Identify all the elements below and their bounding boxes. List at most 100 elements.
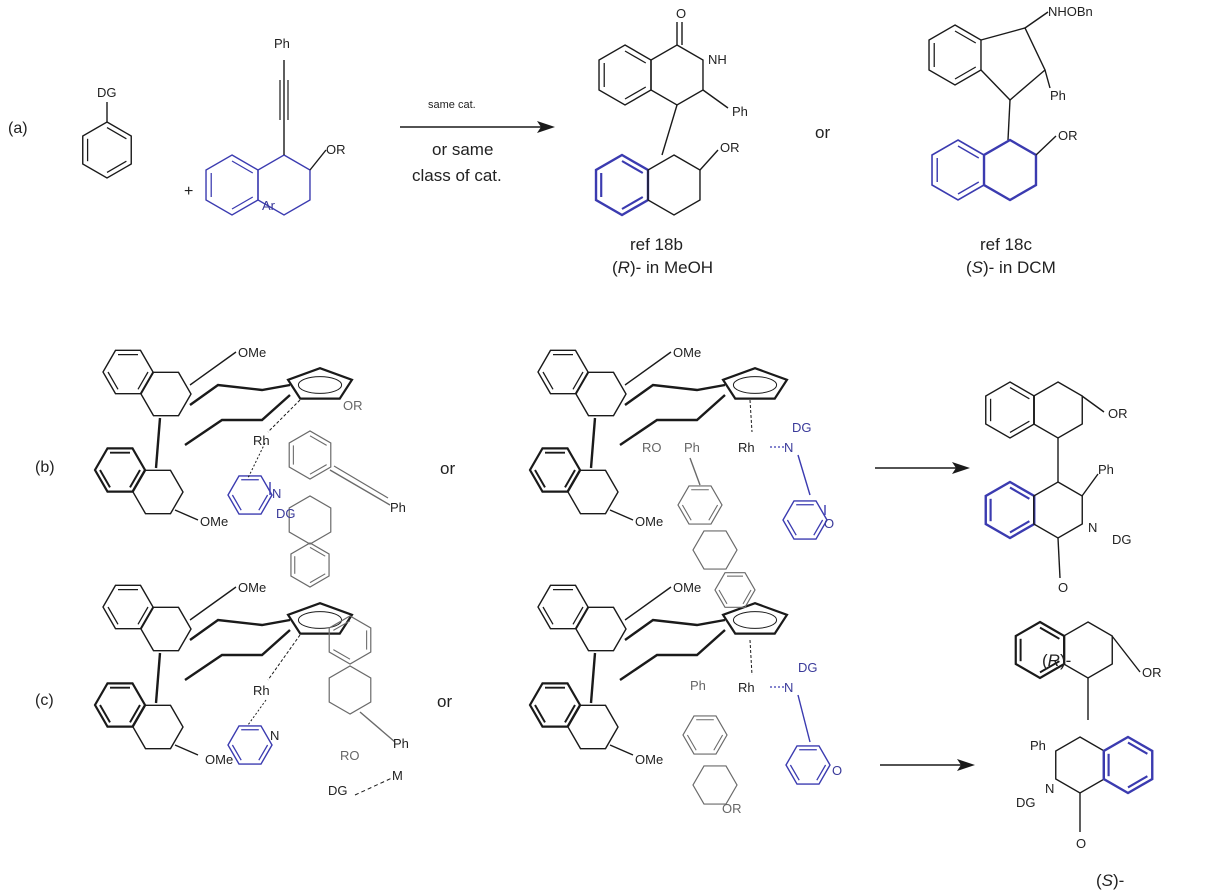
alkyne-ph-label: Ph xyxy=(274,36,290,51)
c-left-biaryl-bond xyxy=(154,652,162,704)
b-prod-ph: Ph xyxy=(1098,462,1114,477)
substrate-ring xyxy=(288,495,332,545)
ph-bond xyxy=(1044,69,1051,89)
c-right-biaryl-bond xyxy=(589,652,597,704)
rh-aryl-bond xyxy=(247,442,266,479)
substrate-ring xyxy=(328,615,372,665)
double-bond xyxy=(621,196,644,210)
dg-m-interaction xyxy=(354,777,393,796)
c-left-ome2: OMe xyxy=(205,752,233,767)
or-word-b: or xyxy=(440,459,455,478)
double-bond xyxy=(309,573,326,584)
c-right-ph: Ph xyxy=(690,678,706,693)
double-bond xyxy=(534,469,546,488)
b-right-ome1: OMe xyxy=(673,345,701,360)
c-right-cp-ring xyxy=(721,602,789,635)
biaryl-bond xyxy=(1007,99,1011,141)
c-left-cp-ring xyxy=(286,602,354,635)
panel-a-label: (a) xyxy=(8,120,28,137)
c-left-linker xyxy=(189,618,291,641)
double-bond xyxy=(231,494,242,511)
double-bond xyxy=(1009,520,1030,534)
p1-nh: NH xyxy=(708,52,727,67)
double-bond xyxy=(106,127,127,140)
cp-aromatic-circle xyxy=(297,376,343,394)
cp-rh-bond xyxy=(267,399,301,433)
c-right-linker xyxy=(619,629,726,681)
c-left-rh: Rh xyxy=(253,683,270,698)
double-bond xyxy=(333,649,351,660)
or-word-c: or xyxy=(437,692,452,711)
b-left-linker xyxy=(184,394,291,446)
double-bond xyxy=(309,435,327,446)
b-prod-o: O xyxy=(1058,580,1068,595)
carbonyl xyxy=(1057,537,1061,579)
c-right-ome1: OMe xyxy=(673,580,701,595)
p1-ph: Ph xyxy=(732,104,748,119)
double-bond xyxy=(1039,660,1060,674)
b-right-dg: DG xyxy=(792,420,812,435)
cp-aromatic-circle xyxy=(297,611,343,629)
double-bond xyxy=(708,504,719,521)
bond-drawings xyxy=(82,11,1154,832)
b-right-biaryl-bond xyxy=(589,417,597,469)
alkyne-bond xyxy=(333,465,389,499)
c-right-o: O xyxy=(832,763,842,778)
plus-sign: + xyxy=(184,183,193,200)
double-bond xyxy=(258,744,269,761)
isoquinolinone-benzo-ring xyxy=(984,480,1036,540)
p2-ref: ref 18c xyxy=(980,235,1032,254)
substrate-ring xyxy=(290,542,330,588)
p1-ref: ref 18b xyxy=(630,235,683,254)
p1-or: OR xyxy=(720,140,740,155)
double-bond xyxy=(1127,775,1148,789)
double-bond xyxy=(564,469,576,488)
b-left-ome-bond xyxy=(189,351,237,386)
double-bond xyxy=(99,469,111,488)
c-prod-config: (S)- xyxy=(1096,871,1124,890)
or-group-label: OR xyxy=(326,142,346,157)
naphthalene-ring-left xyxy=(205,154,259,216)
double-bond xyxy=(786,519,797,536)
double-bond xyxy=(129,469,141,488)
substrate-ring xyxy=(677,485,723,525)
c-right-ome2: OMe xyxy=(635,752,663,767)
substrate-ring xyxy=(714,572,756,608)
double-bond xyxy=(789,764,800,781)
isoquinolinone-lactam-ring xyxy=(1033,481,1083,539)
b-left-or: OR xyxy=(343,398,363,413)
or-bond xyxy=(309,149,327,171)
substrate-ring xyxy=(682,715,728,755)
double-bond xyxy=(231,744,242,761)
cp-rh-bond xyxy=(749,399,753,433)
arrow-head xyxy=(537,121,555,133)
or-bond xyxy=(1035,135,1057,156)
double-bond xyxy=(954,30,977,44)
p1-o: O xyxy=(676,6,686,21)
b-right-cp-ring xyxy=(721,367,789,400)
double-bond xyxy=(621,160,644,174)
double-bond xyxy=(957,181,980,195)
c-right-n: N xyxy=(784,680,793,695)
rh-aryl-bond xyxy=(247,699,267,726)
b-prod-or: OR xyxy=(1108,406,1128,421)
c-left-ome-bond xyxy=(189,586,237,621)
double-bond xyxy=(542,606,554,625)
c-left-ro: RO xyxy=(340,748,360,763)
cp-aromatic-circle xyxy=(732,611,778,629)
panel-c-label: (c) xyxy=(35,692,54,709)
b-right-ph: Ph xyxy=(684,440,700,455)
c-left-ome1: OMe xyxy=(238,580,266,595)
arrow-head xyxy=(952,462,970,474)
p2-condition: (S)- in DCM xyxy=(966,258,1056,277)
double-bond xyxy=(681,504,692,521)
or-bond xyxy=(1081,395,1105,413)
c-left-ring xyxy=(132,704,184,750)
naphthalene-ring xyxy=(985,381,1035,439)
b-right-linker xyxy=(619,394,726,446)
p2-nhobn: NHOBn xyxy=(1048,4,1093,19)
double-bond xyxy=(137,606,149,625)
p2-or: OR xyxy=(1058,128,1078,143)
substrate-ring xyxy=(328,665,372,715)
